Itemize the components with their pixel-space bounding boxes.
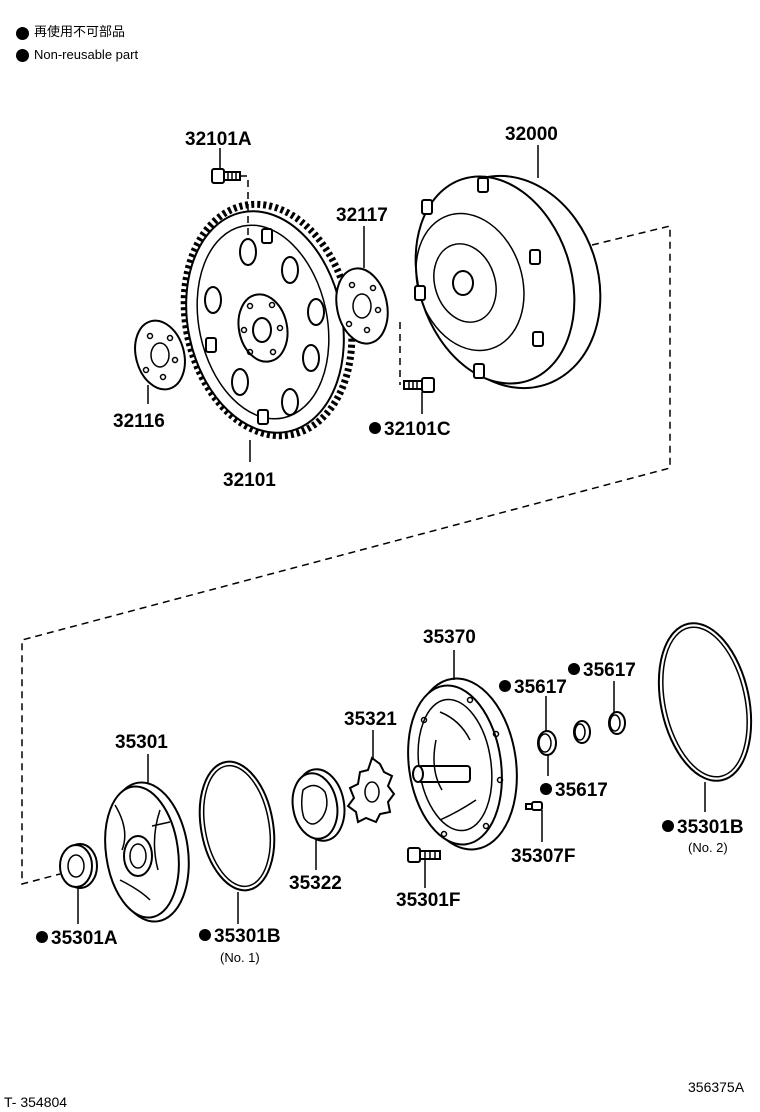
part-label-35307F: 35307F [511,846,575,867]
part-note-no1: (No. 1) [220,950,260,965]
drive-plate-drawing [180,200,356,440]
part-label-32101C: 32101C [384,419,451,440]
part-label-35301F: 35301F [396,890,460,911]
driven-gear-35322-drawing [291,768,346,842]
legend-text-ja: 再使用不可部品 [34,25,126,40]
non-reusable-dot-icon [16,26,29,40]
dashed-line-32101A [240,175,249,238]
non-reusable-dot-icon [36,931,48,943]
legend: 再使用不可部品 Non-reusable part [16,22,138,66]
o-ring-35301B-no2-drawing [657,622,753,782]
non-reusable-dot-icon [662,820,674,832]
legend-text-en: Non-reusable part [34,47,139,62]
bolt-32101A-drawing [211,168,241,184]
bolt-35307F-drawing [525,801,543,811]
o-ring-35301B-no1-drawing [198,760,276,892]
non-reusable-dot-icon [499,680,511,692]
seal-rings-35617-drawing [537,711,626,756]
non-reusable-dot-icon [568,663,580,675]
part-label-35321: 35321 [344,709,397,730]
pump-body-35301-drawing [104,781,190,923]
stator-shaft-35370-drawing [407,677,518,851]
part-label-35301B-no1: 35301B [214,926,281,947]
part-note-no2: (No. 2) [688,840,728,855]
part-label-32101: 32101 [223,470,276,491]
spacer-32117-drawing [335,267,389,345]
part-label-32117: 32117 [336,205,388,226]
bolt-35301F-drawing [407,847,441,863]
part-label-35301B-no2: 35301B [677,817,744,838]
bolt-32101C-drawing [403,377,435,393]
footer-left-code: T- 354804 [4,1094,67,1110]
part-label-32000: 32000 [505,124,558,145]
part-label-35322: 35322 [289,873,342,894]
part-label-35617-b: 35617 [555,780,608,801]
part-label-35617-c: 35617 [583,660,636,681]
part-label-35301: 35301 [115,732,168,753]
part-label-35617-a: 35617 [514,677,567,698]
non-reusable-dot-icon [540,783,552,795]
part-label-35370: 35370 [423,627,476,648]
oil-seal-35301A-drawing [59,843,98,889]
legend-row-ja: 再使用不可部品 [16,22,138,44]
drive-gear-35321-drawing [346,756,396,824]
part-label-35301A: 35301A [51,928,118,949]
part-label-32116: 32116 [113,411,165,432]
non-reusable-dot-icon [199,929,211,941]
torque-converter-drawing [414,174,602,390]
legend-row-en: Non-reusable part [16,44,138,66]
non-reusable-dot-icon [369,422,381,434]
part-label-32101A: 32101A [185,129,252,150]
footer-right-code: 356375A [688,1079,745,1095]
non-reusable-dot-icon [16,48,29,62]
dashed-connection-line [21,225,671,885]
spacer-32116-drawing [134,319,186,391]
